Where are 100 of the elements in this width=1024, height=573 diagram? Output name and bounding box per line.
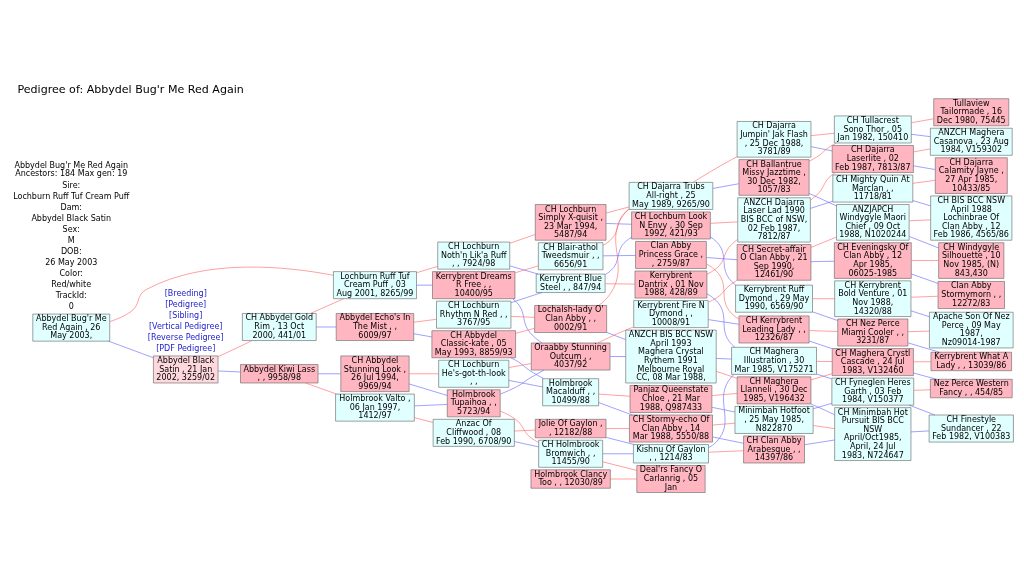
connector [597, 207, 629, 306]
connector [910, 295, 938, 298]
connector [811, 297, 835, 299]
connector [514, 327, 535, 334]
connector [803, 439, 835, 445]
connector [711, 436, 744, 444]
connector [912, 372, 937, 380]
connector [808, 142, 837, 162]
connector [705, 263, 739, 319]
connector [509, 356, 544, 379]
connector [598, 393, 630, 397]
connector [707, 318, 739, 325]
connector [809, 200, 833, 209]
connector [810, 236, 837, 248]
connector [602, 452, 634, 454]
connector [413, 318, 437, 322]
connector [908, 235, 939, 248]
connector [912, 360, 931, 362]
connector [908, 219, 931, 221]
connector [107, 340, 154, 358]
connector [812, 402, 832, 409]
connector [706, 238, 738, 275]
connector [315, 326, 336, 327]
connector [910, 310, 930, 317]
connector [810, 260, 834, 262]
connector [605, 206, 629, 213]
diagram-title: Pedigree of: Abbydel Bug'r Me Red Again [17, 82, 244, 96]
connector [499, 369, 544, 394]
connector [692, 155, 737, 183]
connector [810, 403, 835, 415]
connector [706, 292, 735, 348]
connector [705, 256, 737, 260]
connector [810, 372, 832, 380]
connector [912, 179, 935, 184]
connector [912, 165, 935, 170]
connector [707, 449, 744, 452]
connector [812, 424, 835, 429]
connector [810, 132, 834, 136]
connector [304, 382, 337, 394]
connector [499, 410, 539, 443]
connector [709, 221, 738, 224]
connector [415, 284, 433, 285]
connector [508, 362, 531, 368]
connector [509, 233, 535, 244]
connector [907, 342, 940, 352]
connector [413, 332, 432, 337]
connector [609, 355, 626, 357]
connector [912, 199, 931, 206]
connector [707, 373, 734, 448]
connector [808, 340, 832, 349]
connector [910, 259, 939, 261]
connector [910, 133, 931, 137]
connector [908, 404, 935, 415]
connector [711, 406, 735, 412]
connector [709, 236, 736, 285]
connector [217, 370, 241, 372]
connector [711, 392, 737, 396]
connector [913, 389, 931, 391]
connector [910, 273, 938, 284]
connector [604, 236, 632, 275]
connector [707, 279, 737, 303]
connector [109, 266, 334, 322]
connector [609, 478, 637, 479]
connector [602, 254, 636, 256]
connector [513, 429, 535, 431]
connector [910, 430, 929, 432]
connector [597, 401, 633, 415]
connector [711, 422, 735, 425]
connector [910, 117, 934, 123]
connector [317, 372, 341, 374]
connector [597, 326, 634, 343]
connector [602, 208, 629, 246]
connector [811, 311, 838, 321]
connector [604, 282, 635, 284]
connector [408, 383, 447, 396]
connector [408, 372, 439, 374]
connector [413, 403, 447, 406]
connector [912, 148, 931, 152]
connector [715, 357, 732, 359]
connector [510, 291, 542, 303]
connector [508, 379, 543, 387]
connector [809, 171, 836, 200]
connector [815, 360, 832, 362]
connector [808, 192, 837, 206]
connector [510, 315, 535, 318]
connector [309, 297, 344, 314]
connector [907, 330, 930, 332]
connector [413, 416, 433, 423]
connector [217, 339, 252, 357]
connector [810, 145, 832, 151]
connector [514, 265, 539, 273]
connector [513, 440, 539, 447]
connector [715, 370, 737, 379]
connector [605, 436, 634, 445]
connector [808, 329, 838, 332]
connector [605, 427, 630, 429]
connector [815, 373, 832, 379]
connector [509, 265, 538, 274]
connector [511, 297, 542, 343]
connector [712, 182, 739, 189]
